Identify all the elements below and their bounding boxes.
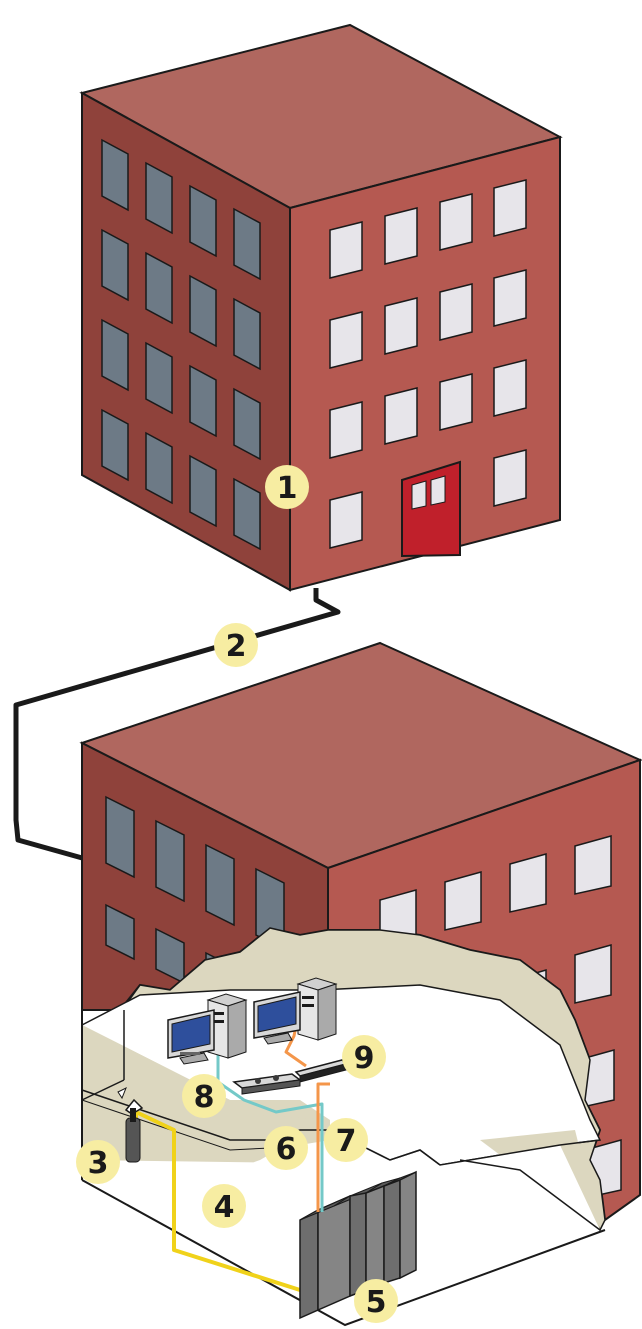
window	[189, 274, 217, 348]
window	[145, 251, 173, 325]
window	[329, 221, 363, 279]
window	[105, 795, 135, 879]
window	[105, 903, 135, 961]
top-building-left-windows	[101, 138, 261, 551]
svg-text:2: 2	[226, 629, 247, 664]
window	[384, 387, 418, 445]
window	[493, 179, 527, 237]
monitor-icon	[167, 1009, 215, 1065]
window	[384, 207, 418, 265]
window	[574, 835, 612, 895]
label-badge-4: 4	[202, 1184, 246, 1228]
window	[233, 297, 261, 371]
label-badge-5: 5	[354, 1279, 398, 1323]
window	[101, 228, 129, 302]
window	[329, 311, 363, 369]
window	[493, 359, 527, 417]
label-badge-3: 3	[76, 1140, 120, 1184]
window	[493, 269, 527, 327]
server-rack-icon	[299, 1170, 417, 1320]
window	[233, 387, 261, 461]
svg-text:1: 1	[277, 471, 298, 506]
window	[233, 207, 261, 281]
window	[384, 297, 418, 355]
wireless-antenna-icon	[117, 1086, 144, 1163]
monitor-icon	[253, 991, 301, 1045]
backbone-cable	[316, 1082, 330, 1212]
window	[101, 408, 129, 482]
window	[155, 819, 185, 903]
label-badge-9: 9	[342, 1035, 386, 1079]
svg-text:5: 5	[366, 1285, 387, 1320]
window	[101, 318, 129, 392]
patch-panel-icon	[232, 1073, 302, 1095]
window	[189, 364, 217, 438]
window	[439, 283, 473, 341]
window	[329, 491, 363, 549]
computer-icon	[296, 977, 338, 1041]
label-badge-7: 7	[324, 1118, 368, 1162]
svg-text:3: 3	[88, 1146, 109, 1181]
window	[145, 341, 173, 415]
label-badge-6: 6	[264, 1126, 308, 1170]
label-badge-8: 8	[182, 1074, 226, 1118]
window	[329, 401, 363, 459]
window	[189, 454, 217, 528]
svg-text:8: 8	[194, 1080, 215, 1115]
label-badge-1: 1	[265, 465, 309, 509]
label-badge-2: 2	[214, 623, 258, 667]
window	[439, 193, 473, 251]
window	[233, 477, 261, 551]
window	[145, 161, 173, 235]
window	[145, 431, 173, 505]
window	[444, 871, 482, 931]
svg-text:6: 6	[276, 1132, 297, 1167]
svg-text:4: 4	[214, 1190, 235, 1225]
horizontal-cable	[216, 1048, 324, 1212]
window	[189, 184, 217, 258]
svg-text:9: 9	[354, 1041, 375, 1076]
window	[205, 843, 235, 927]
window	[574, 944, 612, 1004]
antenna-cable	[135, 1110, 301, 1292]
window	[493, 449, 527, 507]
svg-text:7: 7	[336, 1124, 357, 1159]
entrance-door	[401, 460, 461, 558]
top-building	[79, 23, 563, 592]
window	[509, 853, 547, 913]
lower-back-wall-left	[82, 1025, 330, 1150]
top-building-right-windows	[329, 179, 527, 549]
window	[439, 373, 473, 431]
window	[101, 138, 129, 212]
